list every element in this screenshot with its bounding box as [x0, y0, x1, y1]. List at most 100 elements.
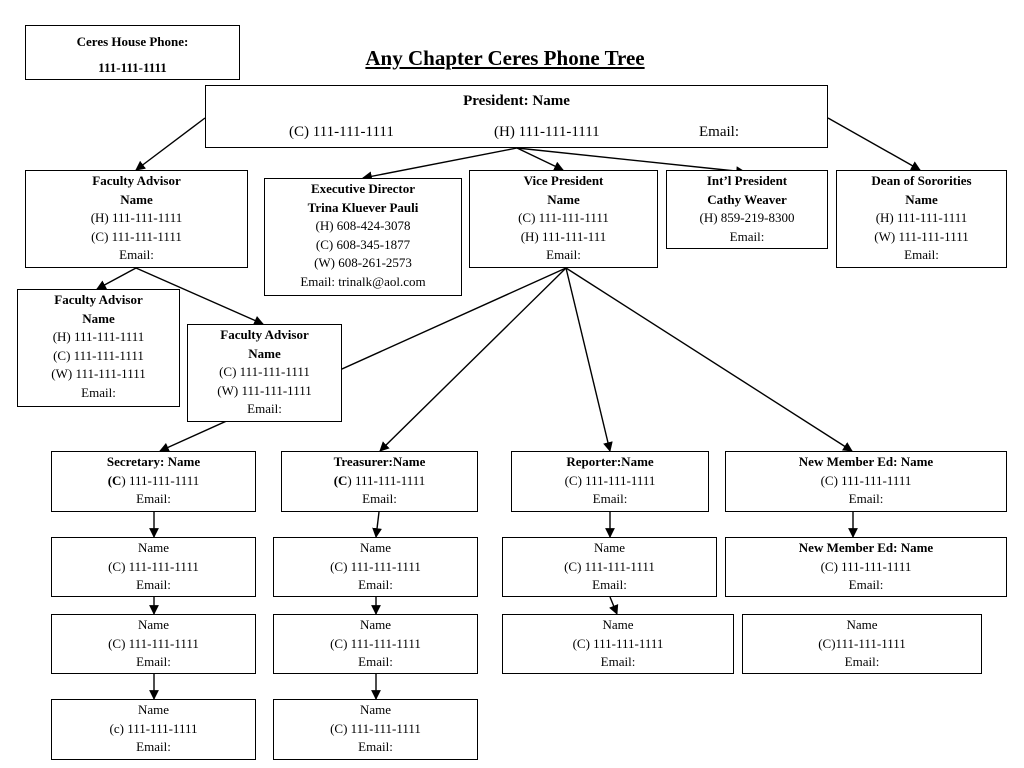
- secretary-member-box: Name (C) 111-111-1111 Email:: [51, 614, 256, 674]
- faculty-advisor-line: (C) 111-111-1111: [91, 228, 182, 244]
- vp-name: Name: [547, 191, 580, 207]
- member-phone: (c) 111-111-1111: [109, 720, 198, 736]
- secretary-title: Secretary: Name: [106, 454, 201, 469]
- new-member-ed-member-box: Name (C)111-111-1111 Email:: [742, 614, 982, 674]
- faculty-advisor-line: (H) 111-111-1111: [52, 329, 145, 344]
- treasurer-member-box: Name (C) 111-111-1111 Email:: [273, 537, 478, 597]
- dean-name: Name: [905, 191, 938, 207]
- reporter-phone: (C) 111-111-1111: [564, 472, 656, 488]
- member-name: Name: [137, 617, 170, 632]
- president-email: Email:: [699, 124, 739, 140]
- member-phone: (C) 111-111-1111: [330, 635, 421, 651]
- arrow-president-vp: [516, 147, 564, 171]
- intl-president-title: Int’l President: [706, 173, 788, 188]
- member-phone: (C)111-111-1111: [818, 635, 906, 651]
- arrow-president-intl: [516, 147, 746, 176]
- treasurer-email: Email:: [362, 491, 397, 506]
- member-email: Email:: [136, 739, 171, 754]
- arrow-president-dean: [827, 117, 921, 171]
- arrow-vp-reporter: [565, 267, 613, 452]
- faculty-advisor-title: Faculty Advisor: [220, 327, 309, 342]
- member-email: Email:: [136, 577, 171, 592]
- treasurer-phone-number: ) 111-111-1111: [347, 472, 426, 488]
- arrow-rep-2: [609, 596, 619, 615]
- exec-director-line: (H) 608-424-3078: [315, 218, 411, 233]
- vp-line: (C) 111-111-1111: [518, 210, 609, 225]
- dean-box: Dean of Sororities Name (H) 111-111-1111…: [836, 170, 1007, 268]
- intl-president-name: Cathy Weaver: [707, 191, 787, 207]
- member-email: Email:: [844, 654, 880, 669]
- member-name: Name: [593, 540, 626, 555]
- reporter-member-box: Name (C) 111-111-1111 Email:: [502, 614, 734, 674]
- member-name: Name: [359, 702, 392, 717]
- exec-director-line: (C) 608-345-1877: [315, 236, 411, 252]
- member-phone: (C) 111-111-1111: [108, 558, 199, 574]
- member-email: Email:: [592, 577, 627, 592]
- new-member-ed-email: Email:: [848, 491, 884, 506]
- exec-director-name: Trina Kluever Pauli: [307, 199, 419, 215]
- vp-line: (H) 111-111-111: [520, 228, 607, 244]
- member-phone: (C) 111-111-1111: [572, 635, 664, 651]
- exec-director-title: Executive Director: [310, 181, 416, 196]
- president-box: President: Name (C) 111-111-1111 (H) 111…: [205, 85, 828, 148]
- treasurer-member-box: Name (C) 111-111-1111 Email:: [273, 699, 478, 760]
- faculty-advisor-line: Email:: [119, 247, 154, 262]
- faculty-advisor-main-box: Faculty Advisor Name (H) 111-111-1111 (C…: [25, 170, 248, 268]
- faculty-advisor-line: Email:: [247, 401, 282, 416]
- president-title: President: Name: [463, 93, 570, 109]
- secretary-phone: (C) 111-111-1111: [52, 472, 255, 491]
- member-phone: (C) 111-111-1111: [330, 720, 421, 736]
- member-email: Email:: [136, 654, 171, 669]
- member-name: Name: [359, 617, 392, 632]
- member-name: Name: [137, 702, 170, 717]
- new-member-ed-title: New Member Ed: Name: [798, 540, 934, 555]
- reporter-member-box: Name (C) 111-111-1111 Email:: [502, 537, 717, 597]
- member-name: Name: [359, 540, 392, 555]
- page-title: Any Chapter Ceres Phone Tree: [365, 46, 645, 70]
- faculty-advisor-2-box: Faculty Advisor Name (H) 111-111-1111 (C…: [17, 289, 180, 407]
- member-phone: (C) 111-111-1111: [564, 558, 655, 574]
- treasurer-member-box: Name (C) 111-111-1111 Email:: [273, 614, 478, 674]
- exec-director-line: (W) 608-261-2573: [314, 255, 412, 270]
- dean-line: (H) 111-111-1111: [875, 210, 968, 225]
- secretary-phone-prefix: (C: [107, 472, 122, 488]
- secretary-email: Email:: [136, 491, 171, 506]
- faculty-advisor-3-box: Faculty Advisor Name (C) 111-111-1111 (W…: [187, 324, 342, 422]
- faculty-advisor-line: (H) 111-111-1111: [90, 210, 183, 225]
- faculty-advisor-title: Faculty Advisor: [54, 292, 143, 307]
- new-member-ed-2-box: New Member Ed: Name (C) 111-111-1111 Ema…: [725, 537, 1007, 597]
- new-member-ed-box: New Member Ed: Name (C) 111-111-1111 Ema…: [725, 451, 1007, 512]
- secretary-member-box: Name (c) 111-111-1111 Email:: [51, 699, 256, 760]
- member-name: Name: [602, 617, 634, 632]
- faculty-advisor-line: Email:: [81, 384, 116, 400]
- executive-director-box: Executive Director Trina Kluever Pauli (…: [264, 178, 462, 296]
- treasurer-title: Treasurer:Name: [333, 454, 426, 469]
- member-email: Email:: [358, 654, 393, 669]
- intl-president-line: Email:: [729, 228, 765, 244]
- dean-line: (W) 111-111-1111: [874, 228, 969, 244]
- member-name: Name: [137, 540, 170, 555]
- member-email: Email:: [358, 739, 393, 754]
- treasurer-box: Treasurer:Name (C) 111-111-1111 Email:: [281, 451, 478, 512]
- member-phone: (C) 111-111-1111: [330, 558, 421, 574]
- secretary-phone-number: ) 111-111-1111: [121, 472, 200, 488]
- intl-president-box: Int’l President Cathy Weaver (H) 859-219…: [666, 170, 828, 249]
- vp-line: Email:: [546, 247, 581, 262]
- faculty-advisor-name: Name: [248, 345, 281, 361]
- faculty-advisor-name: Name: [120, 191, 153, 207]
- exec-director-line: Email: trinalk@aol.com: [300, 273, 426, 289]
- member-email: Email:: [600, 654, 636, 669]
- intl-president-line: (H) 859-219-8300: [699, 210, 795, 225]
- member-name: Name: [846, 617, 878, 632]
- member-email: Email:: [358, 577, 393, 592]
- president-cell: (C) 111-111-1111: [289, 124, 394, 140]
- faculty-advisor-line: (W) 111-111-1111: [217, 382, 312, 398]
- vice-president-box: Vice President Name (C) 111-111-1111 (H)…: [469, 170, 658, 268]
- reporter-email: Email:: [592, 491, 628, 506]
- treasurer-phone-prefix: (C: [333, 472, 348, 488]
- faculty-advisor-line: (C) 111-111-1111: [53, 347, 144, 363]
- arrow-president-faculty: [135, 117, 206, 171]
- arrow-tre-1: [372, 511, 382, 538]
- dean-line: Email:: [904, 247, 939, 262]
- faculty-advisor-name: Name: [82, 310, 115, 326]
